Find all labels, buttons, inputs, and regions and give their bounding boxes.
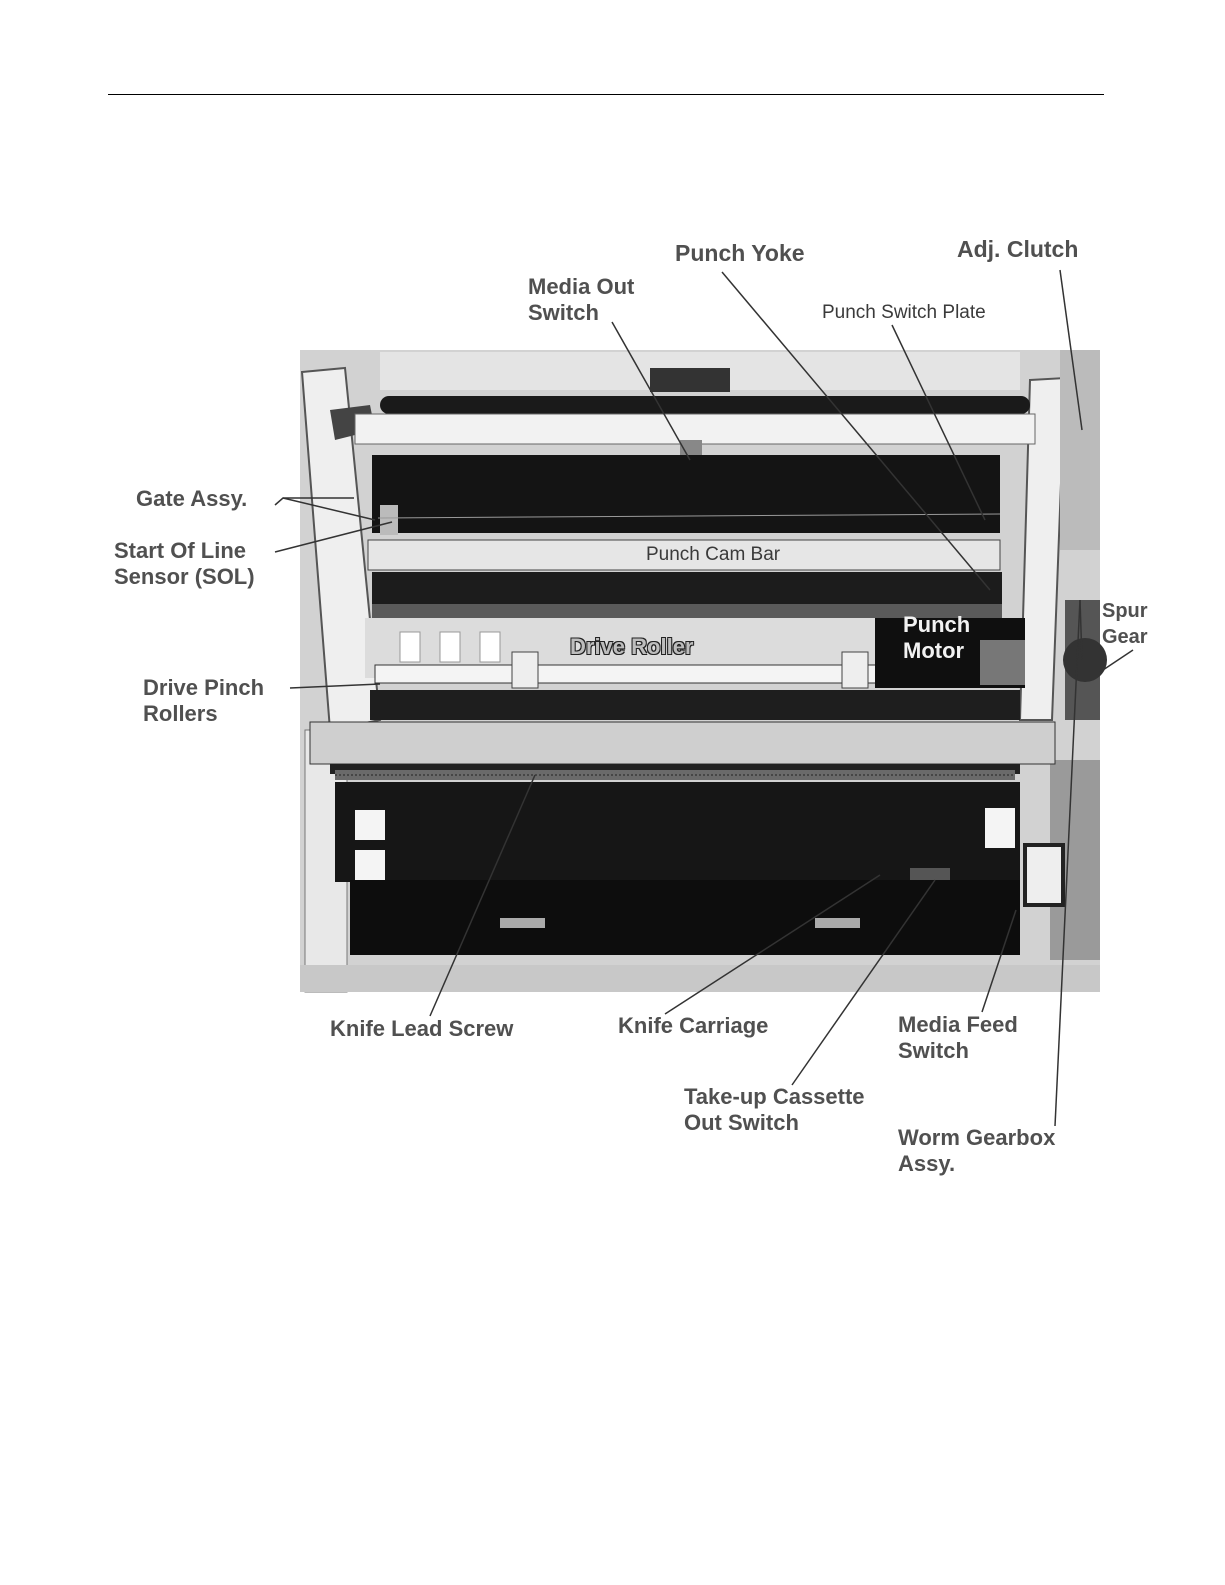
label-take-up-line2: Out Switch (684, 1110, 865, 1136)
lower-frame-bar (310, 722, 1055, 764)
label-media-feed-line2: Switch (898, 1038, 1018, 1064)
label-adj-clutch: Adj. Clutch (957, 236, 1078, 262)
label-media-feed-switch: Media Feed Switch (898, 1012, 1018, 1064)
label-spur-gear: Spur Gear (1102, 598, 1148, 650)
label-drive-pinch-rollers: Drive Pinch Rollers (143, 675, 264, 727)
label-punch-motor-line1: Punch (903, 612, 970, 638)
label-worm-gearbox-assy: Worm Gearbox Assy. (898, 1125, 1055, 1177)
label-drive-roller: Drive Roller (570, 634, 694, 660)
label-media-feed-line1: Media Feed (898, 1012, 1018, 1038)
label-punch-cam-bar: Punch Cam Bar (646, 542, 780, 568)
label-media-out-switch: Media Out Switch (528, 274, 634, 326)
label-knife-lead-screw: Knife Lead Screw (330, 1016, 513, 1042)
label-punch-switch-plate: Punch Switch Plate (822, 300, 986, 326)
label-sol-line1: Start Of Line (114, 538, 255, 564)
label-start-of-line-sensor: Start Of Line Sensor (SOL) (114, 538, 255, 590)
lower-tray (335, 782, 1020, 882)
label-spur-gear-line1: Spur (1102, 598, 1148, 624)
label-worm-line2: Assy. (898, 1151, 1055, 1177)
label-take-up-line1: Take-up Cassette (684, 1084, 865, 1110)
label-knife-carriage: Knife Carriage (618, 1013, 768, 1039)
label-punch-motor: Punch Motor (903, 612, 970, 664)
label-spur-gear-line2: Gear (1102, 624, 1148, 650)
label-take-up-cassette-out-switch: Take-up Cassette Out Switch (684, 1084, 865, 1136)
gate-panel (372, 455, 1000, 533)
label-drive-pinch-line2: Rollers (143, 701, 264, 727)
label-punch-motor-line2: Motor (903, 638, 970, 664)
label-punch-yoke: Punch Yoke (675, 240, 805, 266)
knife-carriage-tray (350, 880, 1020, 955)
label-worm-line1: Worm Gearbox (898, 1125, 1055, 1151)
label-media-out-line2: Switch (528, 300, 634, 326)
label-drive-pinch-line1: Drive Pinch (143, 675, 264, 701)
media-feed-switch-box (1025, 845, 1063, 905)
label-media-out-line1: Media Out (528, 274, 634, 300)
label-sol-line2: Sensor (SOL) (114, 564, 255, 590)
label-gate-assy: Gate Assy. (136, 486, 247, 512)
